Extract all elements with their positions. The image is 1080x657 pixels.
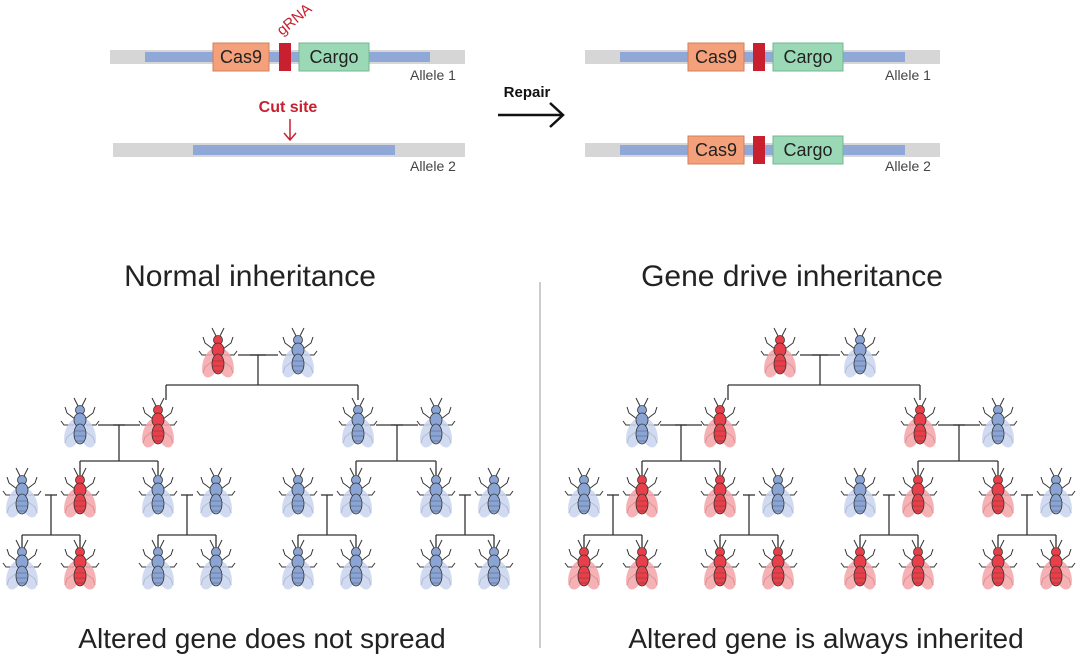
fly-gen3 (758, 539, 798, 590)
cas9-box (687, 42, 745, 72)
cut-site-arrow (283, 119, 297, 142)
cargo-label: Cargo (309, 47, 358, 67)
normal-caption: Altered gene does not spread (78, 623, 445, 654)
fly-gen2 (758, 467, 798, 518)
fly-gen2 (196, 467, 236, 518)
grna-box (279, 43, 291, 71)
pedigree-drive (564, 327, 1076, 590)
cas9-box (687, 135, 745, 165)
fly-gen3 (138, 539, 178, 590)
fly-gen2 (2, 467, 42, 518)
drive-caption: Altered gene is always inherited (628, 623, 1023, 654)
allele-diagram-before: Cas9 gRNA Cargo Allele 1 Cut site Allele… (110, 0, 465, 174)
cargo-box (772, 42, 844, 72)
fly-gen3 (60, 539, 100, 590)
fly-gen2 (60, 467, 100, 518)
fly-gen1 (138, 397, 178, 448)
allele-diagram-after: Cas9 Cargo Allele 1 Cas9 Cargo Allele 2 (585, 42, 940, 174)
grna-box (753, 136, 765, 164)
fly-gen3 (196, 539, 236, 590)
fly-gen2 (278, 467, 318, 518)
fly-gen3 (622, 539, 662, 590)
repair-arrow: Repair (498, 84, 565, 128)
arrow-icon (498, 102, 565, 128)
cargo-box (772, 135, 844, 165)
repair-label: Repair (504, 84, 551, 101)
cas9-label: Cas9 (220, 47, 262, 67)
fly-gen3 (336, 539, 376, 590)
dna-gene-region (193, 145, 395, 155)
fly-gen1 (700, 397, 740, 448)
fly-gen2 (564, 467, 604, 518)
fly-gen2 (336, 467, 376, 518)
grna-label: gRNA (274, 0, 316, 39)
fly-gen2 (700, 467, 740, 518)
cut-site-label: Cut site (259, 99, 318, 116)
grna-box (753, 43, 765, 71)
fly-gen2 (474, 467, 514, 518)
fly-gen2 (138, 467, 178, 518)
fly-gen3 (474, 539, 514, 590)
fly-gen1 (338, 397, 378, 448)
fly-gen3 (840, 539, 880, 590)
allele1-before: Cas9 gRNA Cargo Allele 1 (110, 0, 465, 83)
fly-gen1 (622, 397, 662, 448)
fly-gen2 (622, 467, 662, 518)
gene-drive-inheritance-title: Gene drive inheritance (641, 260, 943, 293)
fly-gen1 (978, 397, 1018, 448)
pedigree-normal (2, 327, 514, 590)
cargo-label: Cargo (783, 47, 832, 67)
fly-gen2 (416, 467, 456, 518)
allele1-label: Allele 1 (885, 67, 931, 83)
fly-gen0 (278, 327, 318, 378)
allele1-after: Cas9 Cargo Allele 1 (585, 42, 940, 83)
allele1-label: Allele 1 (410, 67, 456, 83)
fly-gen2 (1036, 467, 1076, 518)
fly-gen3 (564, 539, 604, 590)
fly-gen2 (898, 467, 938, 518)
fly-gen3 (278, 539, 318, 590)
fly-gen0 (840, 327, 880, 378)
allele2-before: Allele 2 (113, 143, 465, 174)
fly-gen1 (900, 397, 940, 448)
cargo-label: Cargo (783, 140, 832, 160)
normal-inheritance-title: Normal inheritance (124, 260, 376, 293)
fly-gen3 (978, 539, 1018, 590)
fly-gen2 (978, 467, 1018, 518)
cut-site-marker: Cut site (259, 99, 318, 142)
fly-gen0 (198, 327, 238, 378)
fly-gen1 (60, 397, 100, 448)
fly-gen1 (416, 397, 456, 448)
allele2-after: Cas9 Cargo Allele 2 (585, 135, 940, 174)
allele2-label: Allele 2 (885, 158, 931, 174)
cas9-label: Cas9 (695, 140, 737, 160)
cas9-box (212, 42, 270, 72)
fly-gen3 (700, 539, 740, 590)
fly-gen3 (2, 539, 42, 590)
cargo-box (298, 42, 370, 72)
cas9-label: Cas9 (695, 47, 737, 67)
fly-gen3 (416, 539, 456, 590)
allele2-label: Allele 2 (410, 158, 456, 174)
fly-gen3 (898, 539, 938, 590)
fly-gen0 (760, 327, 800, 378)
fly-gen2 (840, 467, 880, 518)
fly-gen3 (1036, 539, 1076, 590)
